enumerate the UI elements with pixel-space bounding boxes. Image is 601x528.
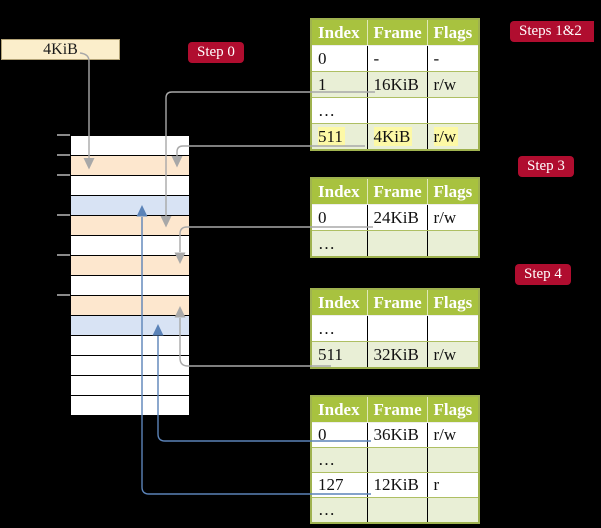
step0-label: Step 0 — [188, 42, 244, 63]
table-cell: 511 — [311, 341, 368, 368]
table-cell — [427, 447, 479, 473]
column-header: Frame — [367, 289, 428, 316]
memory-frame-row — [71, 136, 189, 156]
address-tick — [57, 294, 70, 296]
memory-frame-row — [71, 336, 189, 356]
memory-stack — [70, 135, 190, 416]
column-header: Index — [311, 19, 368, 46]
address-tick — [57, 254, 70, 256]
column-header: Frame — [367, 19, 428, 46]
table-cell: 0 — [311, 422, 368, 448]
table-cell: r/w — [427, 123, 479, 150]
arrow-l3entry511-to-frame — [179, 318, 331, 367]
table-cell — [427, 497, 479, 523]
column-header: Index — [311, 396, 368, 423]
table-cell: - — [367, 45, 428, 72]
table-cell — [367, 97, 428, 124]
table-cell — [367, 230, 428, 257]
column-header: Frame — [367, 396, 428, 423]
table-cell — [427, 230, 479, 257]
step3-label: Step 3 — [518, 156, 574, 177]
highlighted-value: 511 — [318, 126, 345, 146]
memory-frame-row — [71, 196, 189, 216]
memory-frame-row — [71, 236, 189, 256]
table-cell: 0 — [311, 204, 368, 231]
address-tick — [57, 154, 70, 156]
table-cell: r/w — [427, 71, 479, 98]
address-tick — [57, 214, 70, 216]
memory-frame-row — [71, 316, 189, 336]
table-row: … — [311, 447, 479, 473]
column-header: Index — [311, 289, 368, 316]
table-row: … — [311, 97, 479, 124]
table-cell: 24KiB — [367, 204, 428, 231]
table-cell: r/w — [427, 422, 479, 448]
table-cell: … — [311, 97, 368, 124]
table-cell — [367, 497, 428, 523]
column-header: Frame — [367, 178, 428, 205]
table-cell: 12KiB — [367, 472, 428, 498]
column-header: Flags — [427, 396, 479, 423]
table-cell: r/w — [427, 204, 479, 231]
table-cell: … — [311, 315, 368, 342]
steps1-2-label: Steps 1&2 — [510, 21, 594, 42]
table-row: 511 4KiB r/w — [311, 123, 479, 150]
memory-frame-row — [71, 256, 189, 276]
memory-frame-row — [71, 276, 189, 296]
table-cell: - — [427, 45, 479, 72]
address-tick — [57, 174, 70, 176]
table-cell: r — [427, 472, 479, 498]
memory-frame-row — [71, 376, 189, 396]
table-cell: 16KiB — [367, 71, 428, 98]
highlighted-value: 4KiB — [373, 126, 413, 146]
table-cell: 0 — [311, 45, 368, 72]
highlighted-value: r/w — [433, 126, 459, 146]
column-header: Flags — [427, 19, 479, 46]
table-row: … — [311, 230, 479, 257]
table-cell: … — [311, 497, 368, 523]
column-header: Index — [311, 178, 368, 205]
table-cell — [427, 97, 479, 124]
memory-frame-row — [71, 156, 189, 176]
table-cell — [427, 315, 479, 342]
table-cell: r/w — [427, 341, 479, 368]
table-cell: 511 — [311, 123, 368, 150]
frame-size-box: 4KiB — [1, 39, 120, 60]
table-cell: 36KiB — [367, 422, 428, 448]
table-cell: 32KiB — [367, 341, 428, 368]
table-cell: … — [311, 230, 368, 257]
memory-frame-row — [71, 216, 189, 236]
table-row: 0-- — [311, 45, 479, 72]
table-row: … — [311, 497, 479, 523]
memory-frame-row — [71, 396, 189, 415]
memory-frame-row — [71, 356, 189, 376]
table-cell: … — [311, 447, 368, 473]
step4-label: Step 4 — [515, 264, 571, 285]
table-cell: 4KiB — [367, 123, 428, 150]
memory-frame-row — [71, 296, 189, 316]
column-header: Flags — [427, 289, 479, 316]
address-tick — [57, 134, 70, 136]
table-cell: 127 — [311, 472, 368, 498]
memory-frame-row — [71, 176, 189, 196]
table-cell — [367, 315, 428, 342]
column-header: Flags — [427, 178, 479, 205]
table-cell: 1 — [311, 71, 368, 98]
table-row: … — [311, 315, 479, 342]
table-cell — [367, 447, 428, 473]
